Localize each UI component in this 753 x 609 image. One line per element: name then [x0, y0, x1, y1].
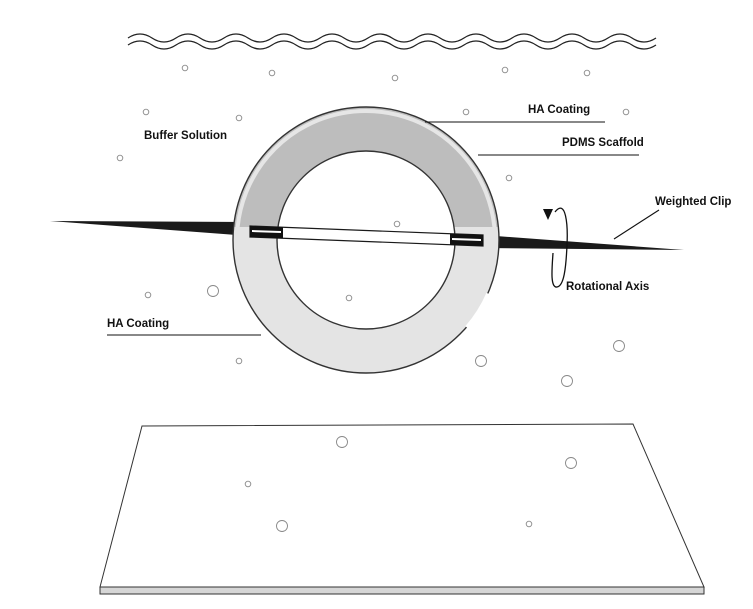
- scaffold-outer-edge: [232, 106, 500, 374]
- ha-coating-highlight: [235, 109, 497, 227]
- bubble: [505, 174, 513, 182]
- wave-line-upper: [127, 33, 657, 43]
- leader-lines: [107, 121, 660, 336]
- bubble: [244, 480, 252, 488]
- rotation-arrowhead: [543, 209, 553, 220]
- bubble: [276, 520, 288, 532]
- rotation-arc: [551, 207, 568, 288]
- bubble: [235, 114, 243, 122]
- bubbles: [116, 64, 630, 387]
- clip-right-wedge: [483, 235, 684, 250]
- bubble: [142, 108, 150, 116]
- weighted-clip: [50, 221, 684, 250]
- liquid-surface: [127, 33, 657, 50]
- pdms-scaffold: [231, 105, 501, 375]
- bubble: [501, 66, 509, 74]
- clip-left-wedge: [50, 221, 250, 236]
- bubble: [235, 357, 243, 365]
- clip-clamp-right-highlight: [452, 238, 481, 241]
- bubble: [565, 457, 577, 469]
- clip-clamp-left-highlight: [252, 230, 281, 233]
- bubble: [207, 285, 219, 297]
- slide-edge: [99, 586, 705, 595]
- bubble: [525, 520, 533, 528]
- bubble: [583, 69, 591, 77]
- label-pdms-scaffold: PDMS Scaffold: [562, 137, 644, 149]
- bubble: [622, 108, 630, 116]
- bubble: [613, 340, 625, 352]
- leader-weighted-clip: [613, 209, 660, 240]
- ha-coating-lower-region: [233, 227, 499, 373]
- clip-bar: [249, 225, 484, 247]
- wave-line-lower: [127, 40, 657, 50]
- bubble: [462, 108, 470, 116]
- bubble: [336, 436, 348, 448]
- bubble: [181, 64, 189, 72]
- bubble: [561, 375, 573, 387]
- labels: Buffer Solution HA Coating PDMS Scaffold…: [107, 104, 731, 330]
- slide-surface: [99, 423, 705, 588]
- bubble: [268, 69, 276, 77]
- label-rotational-axis: Rotational Axis: [566, 281, 649, 293]
- bubble: [475, 355, 487, 367]
- bubble: [391, 74, 399, 82]
- glass-slide: [99, 423, 705, 595]
- label-buffer-solution: Buffer Solution: [144, 130, 227, 142]
- slide-bubbles: [244, 436, 577, 532]
- ha-coating-upper-region: [233, 107, 499, 227]
- bubble: [144, 291, 152, 299]
- label-weighted-clip: Weighted Clip: [655, 196, 731, 208]
- rotational-axis-arrow: [543, 207, 568, 288]
- label-ha-coating-top: HA Coating: [528, 104, 590, 116]
- label-ha-coating-bottom: HA Coating: [107, 318, 169, 330]
- bubble: [116, 154, 124, 162]
